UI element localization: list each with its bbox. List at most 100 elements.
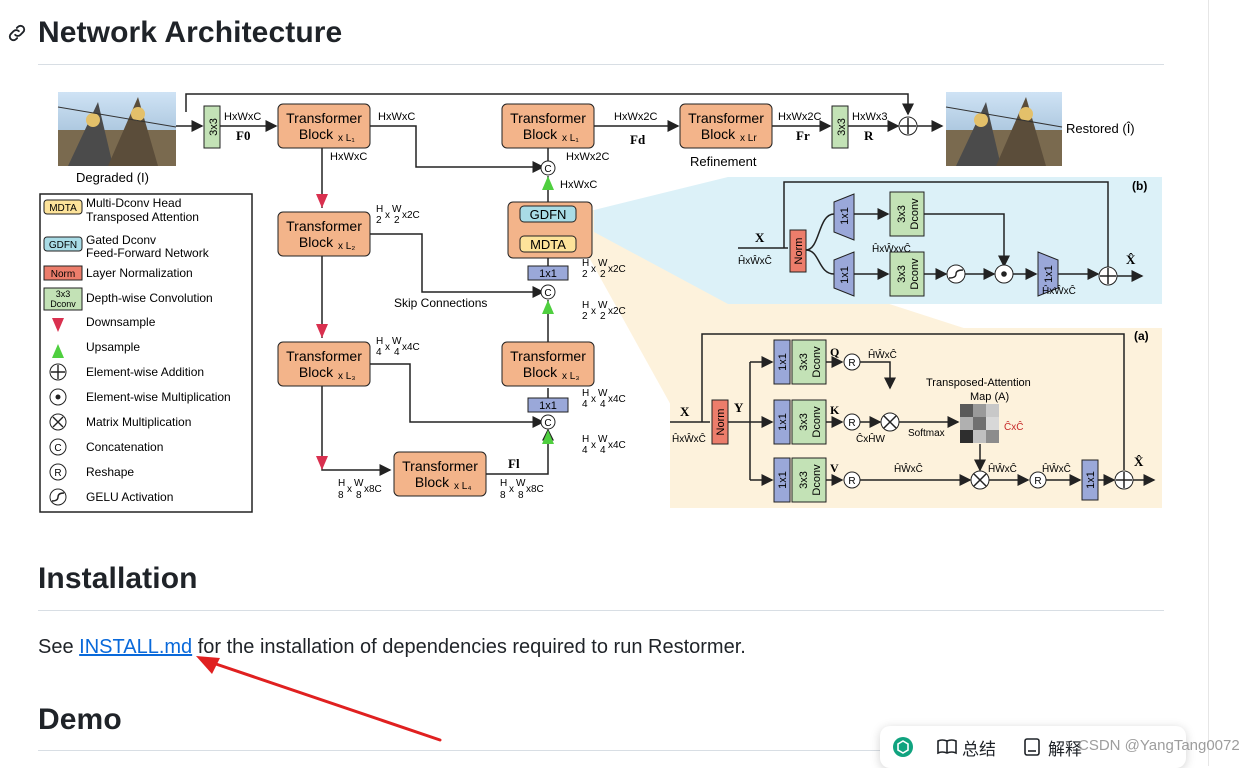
svg-text:2: 2 xyxy=(582,269,588,280)
svg-text:x L₄: x L₄ xyxy=(454,481,471,492)
svg-text:2: 2 xyxy=(376,215,382,226)
v-one-by-one xyxy=(773,457,791,503)
svg-text:Norm: Norm xyxy=(715,409,727,436)
svg-text:x L₃: x L₃ xyxy=(562,371,579,382)
svg-text:Concatenation: Concatenation xyxy=(86,440,163,454)
svg-text:Fl: Fl xyxy=(508,456,520,471)
svg-text:HxWx2C: HxWx2C xyxy=(778,111,821,123)
panel-b-norm xyxy=(789,229,807,273)
input-conv-block xyxy=(203,105,221,149)
legend-norm: Norm Layer Normalization xyxy=(43,265,193,281)
svg-text:2: 2 xyxy=(582,311,588,322)
svg-text:Block: Block xyxy=(299,234,334,250)
legend-concat: C Concatenation xyxy=(49,438,163,456)
svg-text:W: W xyxy=(392,204,402,215)
svg-text:Fd: Fd xyxy=(630,132,646,147)
svg-text:R: R xyxy=(848,418,855,429)
svg-text:Q: Q xyxy=(830,345,839,359)
anchor-link-icon[interactable] xyxy=(6,22,28,44)
panel-b-dconv-bottom xyxy=(889,251,925,297)
svg-text:Reshape: Reshape xyxy=(86,465,134,479)
svg-text:HxWxC: HxWxC xyxy=(330,151,367,163)
svg-text:1x1: 1x1 xyxy=(777,413,789,431)
degraded-image xyxy=(57,92,177,166)
panel-b-tag: (b) xyxy=(1132,179,1147,193)
svg-text:2: 2 xyxy=(394,215,400,226)
svg-text:W: W xyxy=(598,434,608,445)
svg-text:x: x xyxy=(385,342,390,353)
downsample-icon xyxy=(316,324,328,338)
heading-divider xyxy=(38,64,1164,65)
svg-text:H: H xyxy=(582,388,589,399)
svg-text:3x3: 3x3 xyxy=(798,413,810,431)
svg-text:Layer Normalization: Layer Normalization xyxy=(86,266,193,280)
svg-text:Dconv: Dconv xyxy=(909,258,921,290)
legend-dconv: 3x3 Dconv Depth-wise Convolution xyxy=(43,287,213,311)
svg-text:GDFN: GDFN xyxy=(49,240,77,251)
svg-text:1x1: 1x1 xyxy=(539,400,557,412)
ai-assistant-button[interactable] xyxy=(892,736,914,758)
architecture-heading: Network Architecture xyxy=(38,16,343,49)
svg-text:Refinement: Refinement xyxy=(690,154,757,169)
svg-text:ĤxŴxĈ: ĤxŴxĈ xyxy=(738,254,772,267)
svg-text:Block: Block xyxy=(523,126,558,142)
svg-text:H: H xyxy=(376,204,383,215)
svg-text:R: R xyxy=(864,128,874,143)
svg-text:HxWx2C: HxWx2C xyxy=(566,151,609,163)
svg-text:HxWxC: HxWxC xyxy=(560,179,597,191)
svg-text:HxWx2C: HxWx2C xyxy=(614,111,657,123)
svg-text:C: C xyxy=(544,164,551,175)
gdfn-block xyxy=(519,205,577,223)
svg-text:H: H xyxy=(338,478,345,489)
svg-text:Map (A): Map (A) xyxy=(970,391,1009,403)
summary-button[interactable]: 总结 xyxy=(936,736,996,759)
svg-text:ĈxĈ: ĈxĈ xyxy=(1004,420,1023,433)
install-md-link[interactable]: INSTALL.md xyxy=(79,636,193,658)
legend-upsample: Upsample xyxy=(52,340,140,358)
svg-text:W: W xyxy=(598,300,608,311)
svg-text:F0: F0 xyxy=(236,128,250,143)
panel-b-expand-top xyxy=(833,193,855,241)
svg-text:2: 2 xyxy=(600,311,606,322)
svg-text:H: H xyxy=(376,336,383,347)
svg-text:ĤxŴxĈ: ĤxŴxĈ xyxy=(1042,284,1076,297)
legend-gelu: GELU Activation xyxy=(49,488,173,506)
svg-text:HxWx3: HxWx3 xyxy=(852,111,887,123)
svg-text:4: 4 xyxy=(376,347,382,358)
svg-text:GELU Activation: GELU Activation xyxy=(86,490,173,504)
svg-text:x4C: x4C xyxy=(608,394,626,405)
network-architecture-diagram: Degraded (I) Restored (Î) 3x3 HxWxC F0 T… xyxy=(39,92,1162,513)
svg-text:Transformer: Transformer xyxy=(286,218,362,234)
svg-text:ĤŴxĈ: ĤŴxĈ xyxy=(988,462,1017,475)
svg-text:Transformer: Transformer xyxy=(286,110,362,126)
svg-text:X: X xyxy=(680,404,690,419)
svg-text:x4C: x4C xyxy=(608,440,626,451)
downsample-icon xyxy=(316,456,328,470)
svg-text:K: K xyxy=(830,403,840,417)
svg-text:H: H xyxy=(582,434,589,445)
legend-matmul: Matrix Multiplication xyxy=(49,413,191,431)
svg-text:ĤŴxĈ: ĤŴxĈ xyxy=(894,462,923,475)
svg-text:x: x xyxy=(591,440,596,451)
svg-text:X̂: X̂ xyxy=(1126,252,1136,267)
explain-button[interactable]: 解释 xyxy=(1022,736,1082,759)
svg-text:V: V xyxy=(830,461,839,475)
installation-paragraph: See INSTALL.md for the installation of d… xyxy=(38,636,746,658)
k-one-by-one xyxy=(773,399,791,445)
svg-text:8: 8 xyxy=(518,490,524,501)
svg-text:3x3: 3x3 xyxy=(896,265,908,283)
svg-text:Block: Block xyxy=(299,364,334,380)
svg-text:W: W xyxy=(516,478,526,489)
svg-text:W: W xyxy=(598,258,608,269)
svg-text:C: C xyxy=(54,443,61,454)
svg-text:x L₁: x L₁ xyxy=(562,133,579,144)
svg-text:Downsample: Downsample xyxy=(86,315,156,329)
svg-text:Norm: Norm xyxy=(793,238,805,265)
svg-text:x: x xyxy=(591,306,596,317)
svg-text:Block: Block xyxy=(701,126,736,142)
svg-text:Dconv: Dconv xyxy=(50,299,76,309)
legend-reshape: R Reshape xyxy=(49,463,134,481)
legend-downsample: Downsample xyxy=(52,315,156,332)
svg-text:HxWxC: HxWxC xyxy=(378,111,415,123)
attention-map xyxy=(960,404,999,443)
